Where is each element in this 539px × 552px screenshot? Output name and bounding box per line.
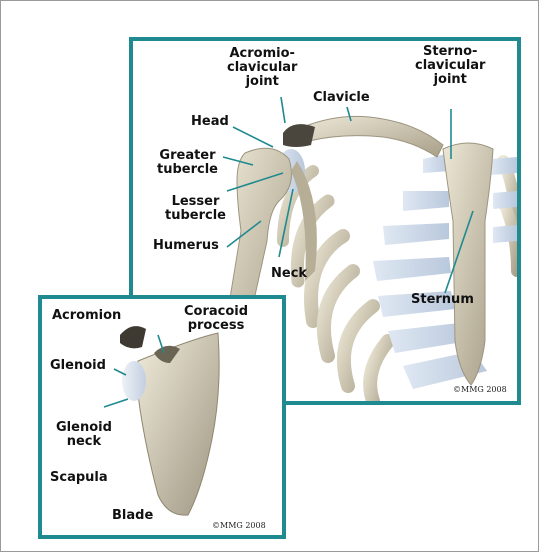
acromion xyxy=(283,124,315,147)
acromion-shape xyxy=(120,326,146,348)
label-lesser-tubercle: Lesser tubercle xyxy=(165,195,226,223)
clavicle xyxy=(303,116,443,157)
label-sternum: Sternum xyxy=(411,293,474,307)
costal-cartilage xyxy=(373,153,517,389)
label-humerus: Humerus xyxy=(153,239,219,253)
label-glenoid-neck: Glenoid neck xyxy=(56,421,112,449)
label-acromion: Acromion xyxy=(52,309,121,323)
scapula-blade xyxy=(137,333,219,515)
label-greater-tubercle: Greater tubercle xyxy=(157,149,218,177)
glenoid-surface xyxy=(122,361,146,401)
sternum xyxy=(443,143,493,385)
label-clavicle: Clavicle xyxy=(313,91,370,105)
scapula-illustration xyxy=(42,299,282,535)
label-head: Head xyxy=(191,115,229,129)
label-neck: Neck xyxy=(271,267,307,281)
label-blade: Blade xyxy=(112,509,153,523)
label-glenoid: Glenoid xyxy=(50,359,106,373)
copyright-main: ©MMG 2008 xyxy=(453,385,507,394)
label-coracoid-process: Coracoid process xyxy=(184,305,248,333)
scapula-inset-panel: Acromion Coracoid process Glenoid Glenoi… xyxy=(38,295,286,539)
label-scapula: Scapula xyxy=(50,471,108,485)
label-acromioclavicular-joint: Acromio- clavicular joint xyxy=(227,47,297,89)
label-sternoclavicular-joint: Sterno- clavicular joint xyxy=(415,45,485,87)
copyright-inset: ©MMG 2008 xyxy=(212,521,266,530)
